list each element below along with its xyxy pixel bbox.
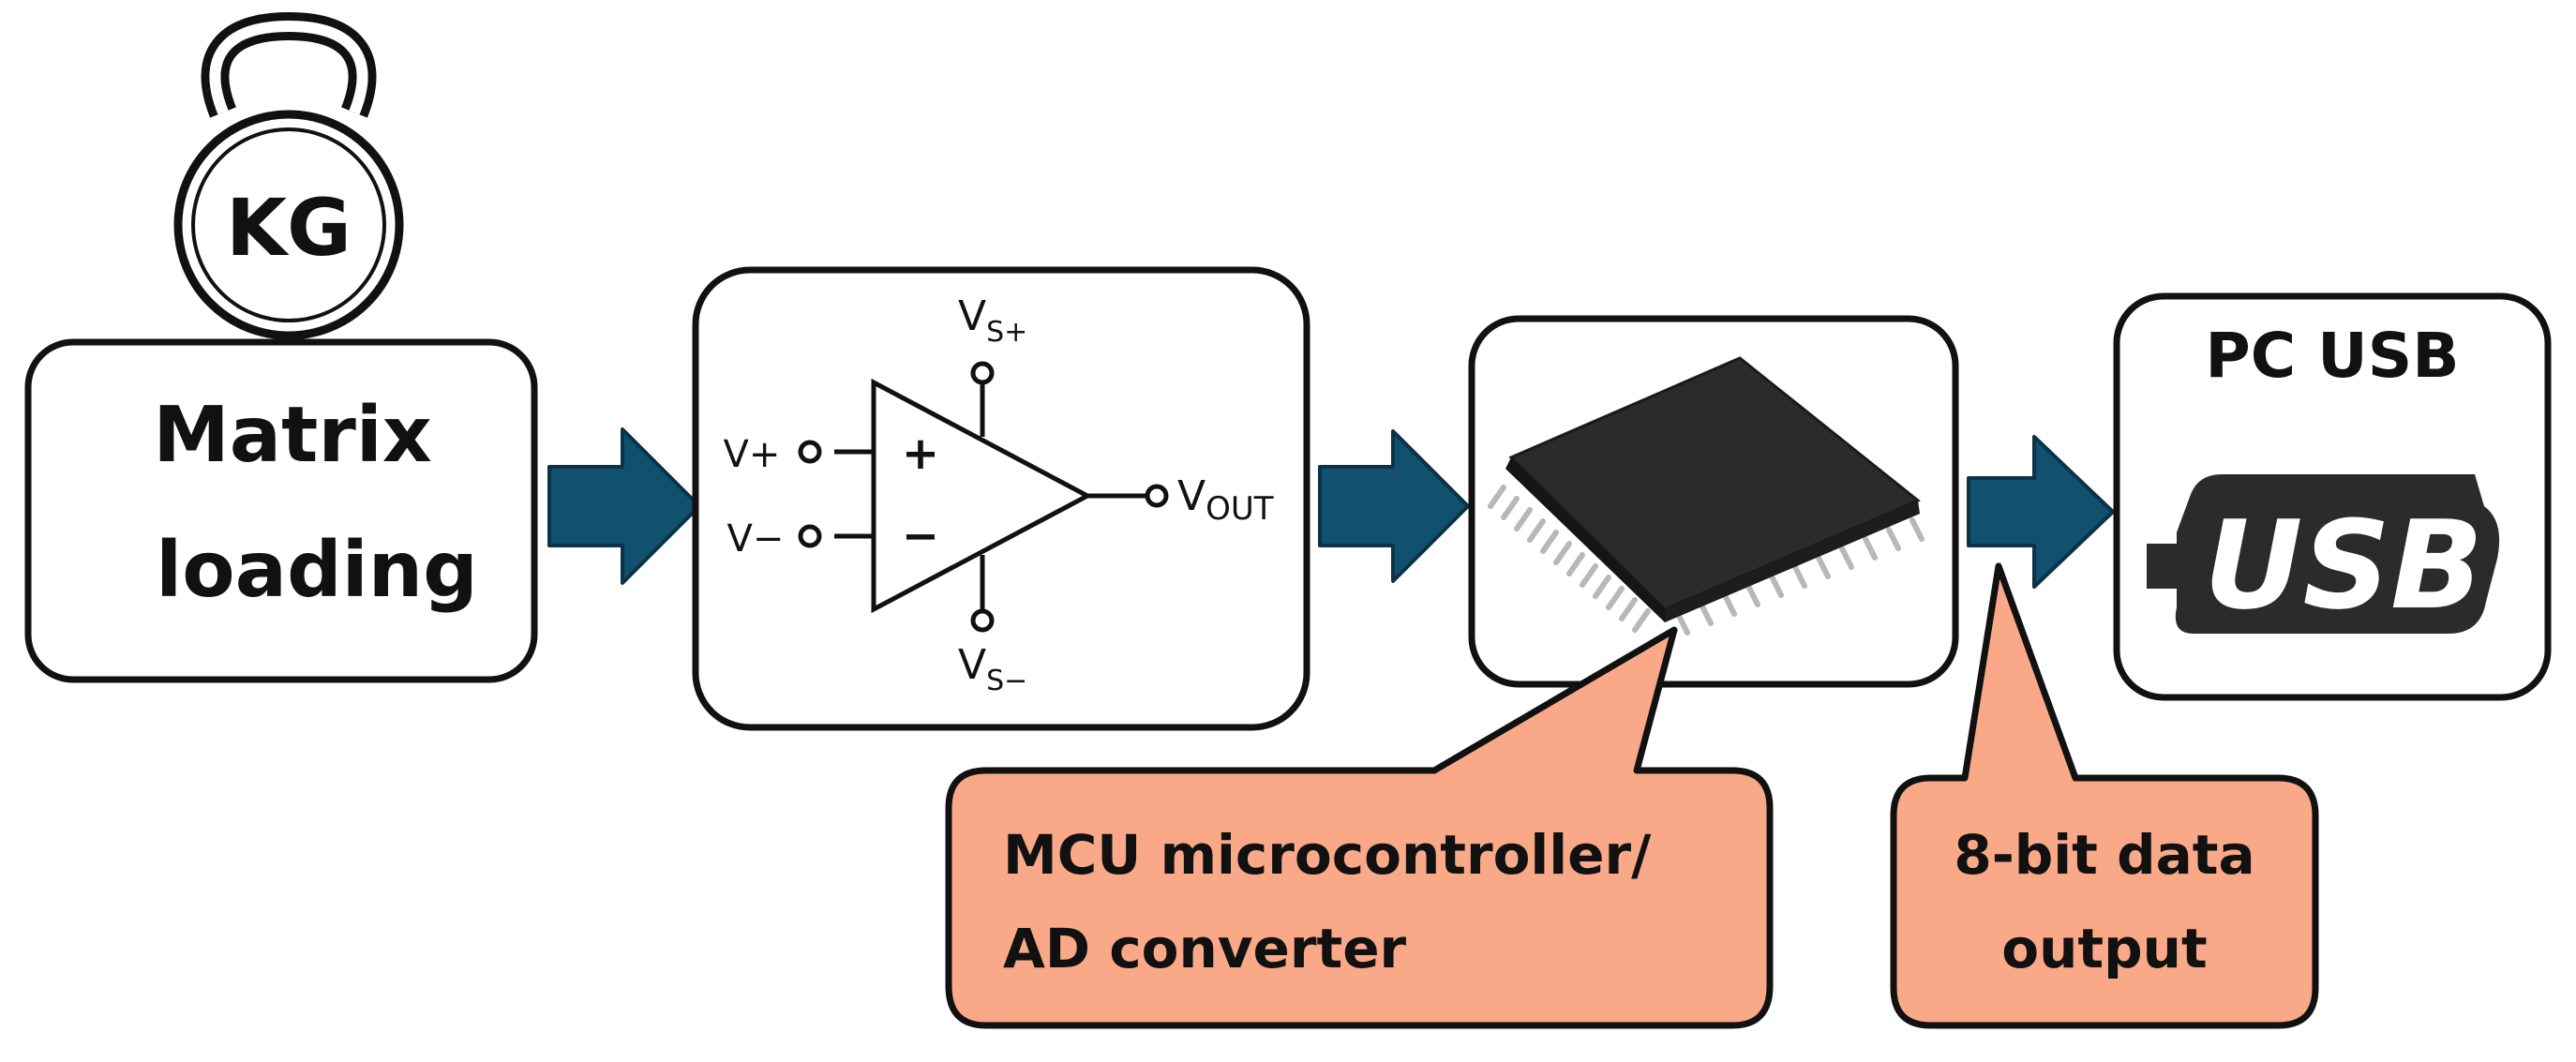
flow-arrow-2	[1318, 429, 1470, 583]
op-amp-symbol: + −	[798, 361, 1169, 633]
output-terminal	[1145, 484, 1169, 508]
matrix-loading-line1: Matrix	[153, 391, 432, 480]
supply-neg-label: VS−	[958, 641, 1027, 697]
output-label: VOUT	[1177, 472, 1274, 528]
kettlebell-icon: KG	[173, 11, 404, 340]
v-minus-label: V−	[727, 517, 785, 561]
op-amp-plus-sign: +	[902, 427, 939, 480]
mcu-callout-line1: MCU microcontroller/	[1003, 823, 1652, 887]
data-callout-line1: 8-bit data	[1954, 823, 2254, 887]
kettlebell-label: KG	[226, 182, 352, 274]
supply-pos-terminal	[970, 361, 995, 385]
mcu-callout	[945, 626, 1774, 1029]
op-amp-minus-sign: −	[902, 510, 939, 562]
matrix-loading-line2: loading	[156, 526, 478, 615]
usb-logo-icon: USB	[2147, 474, 2500, 636]
flow-arrow-3	[1967, 435, 2115, 589]
supply-pos-label: VS+	[958, 292, 1027, 349]
v-plus-terminal	[798, 440, 822, 464]
usb-logo-text: USB	[2204, 494, 2483, 636]
microchip-icon	[1488, 356, 1925, 636]
flow-arrow-1	[547, 427, 701, 585]
supply-neg-terminal	[970, 608, 995, 633]
data-output-callout	[1890, 562, 2319, 1029]
pc-usb-title: PC USB	[2205, 320, 2459, 392]
v-plus-label: V+	[724, 433, 781, 476]
data-callout-line2: output	[2001, 917, 2207, 980]
mcu-callout-line2: AD converter	[1003, 917, 1407, 980]
matrix-loading-box	[24, 338, 538, 683]
v-minus-terminal	[798, 524, 822, 548]
